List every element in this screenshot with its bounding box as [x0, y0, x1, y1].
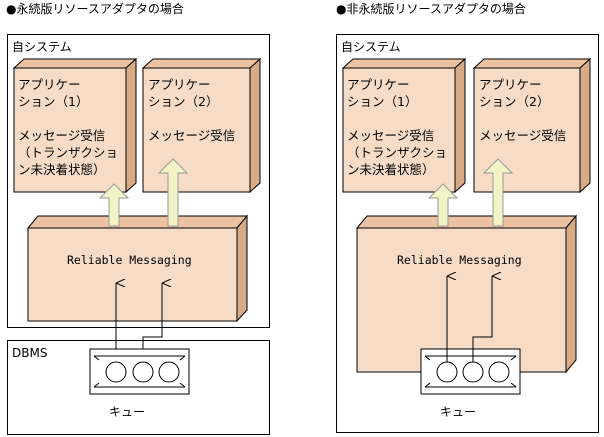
left-rm-box [26, 214, 249, 323]
left-app1-box [12, 57, 138, 194]
right-rm-box [355, 214, 578, 374]
left-queue-label: キュー [109, 405, 146, 419]
right-app2-label: アプリケー ション（2） メッセージ受信 [479, 77, 567, 143]
right-rm-label: Reliable Messaging [397, 253, 522, 267]
right-block-arrow-1 [427, 183, 459, 227]
left-system-label: 自システム [12, 40, 72, 54]
left-block-arrow-2 [157, 158, 189, 227]
left-app1-label: アプリケー ション（1） メッセージ受信 （トランザクショ ン未決着状態） [18, 77, 119, 177]
left-app2-label: アプリケー ション（2） メッセージ受信 [148, 77, 236, 143]
right-app1-label: アプリケー ション（1） メッセージ受信 （トランザクショ ン未決着状態） [347, 77, 448, 177]
right-queue-label: キュー [440, 405, 477, 419]
right-heading: ●非永続版リソースアダプタの場合 [336, 2, 526, 16]
right-connector-arrow-2 [472, 276, 492, 362]
left-rm-label: Reliable Messaging [67, 253, 192, 267]
right-queue [420, 348, 521, 395]
right-app1-box [341, 57, 467, 194]
right-block-arrow-2 [482, 158, 514, 227]
left-heading: ●永続版リソースアダプタの場合 [6, 2, 184, 16]
left-block-arrow-1 [98, 183, 130, 227]
left-queue [89, 348, 190, 395]
right-system-label: 自システム [341, 40, 401, 54]
left-dbms-label: DBMS [12, 346, 48, 360]
